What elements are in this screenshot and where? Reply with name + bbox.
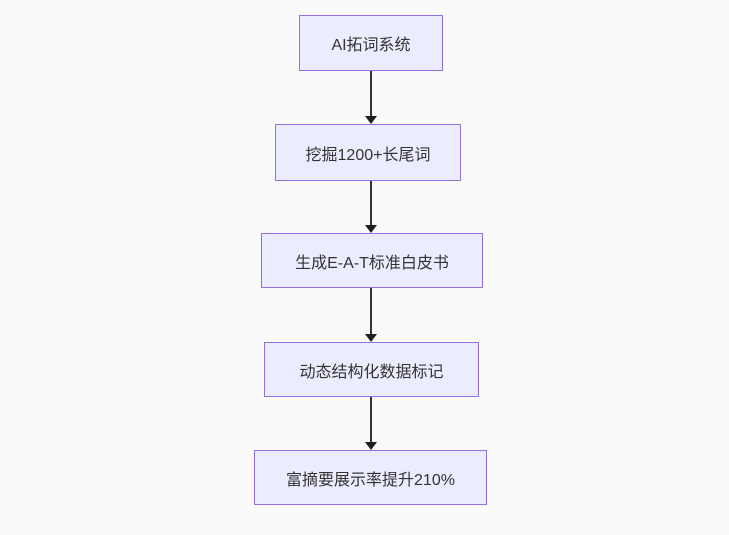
arrowhead-down-icon — [365, 116, 377, 124]
flow-node-label: 富摘要展示率提升210% — [286, 471, 455, 489]
flow-node-label: 动态结构化数据标记 — [299, 363, 444, 381]
flow-arrow-1 — [364, 71, 378, 124]
flow-node-ai-word-system: AI拓词系统 — [299, 15, 443, 71]
arrow-shaft — [370, 181, 372, 225]
flow-node-label: AI拓词系统 — [331, 37, 411, 54]
arrow-shaft — [370, 397, 372, 442]
arrow-shaft — [370, 71, 372, 116]
arrow-shaft — [370, 288, 372, 334]
flow-node-rich-snippet-result: 富摘要展示率提升210% — [254, 450, 487, 505]
arrowhead-down-icon — [365, 334, 377, 342]
flow-node-label: 挖掘1200+长尾词 — [305, 146, 431, 164]
flow-arrow-3 — [364, 288, 378, 342]
flow-arrow-4 — [364, 397, 378, 450]
arrowhead-down-icon — [365, 442, 377, 450]
flow-node-eat-whitepaper: 生成E-A-T标准白皮书 — [261, 233, 483, 288]
flow-node-structured-data: 动态结构化数据标记 — [264, 342, 479, 397]
flow-node-longtail-mining: 挖掘1200+长尾词 — [275, 124, 461, 181]
arrowhead-down-icon — [365, 225, 377, 233]
flow-node-label: 生成E-A-T标准白皮书 — [295, 254, 449, 272]
flow-arrow-2 — [364, 181, 378, 233]
